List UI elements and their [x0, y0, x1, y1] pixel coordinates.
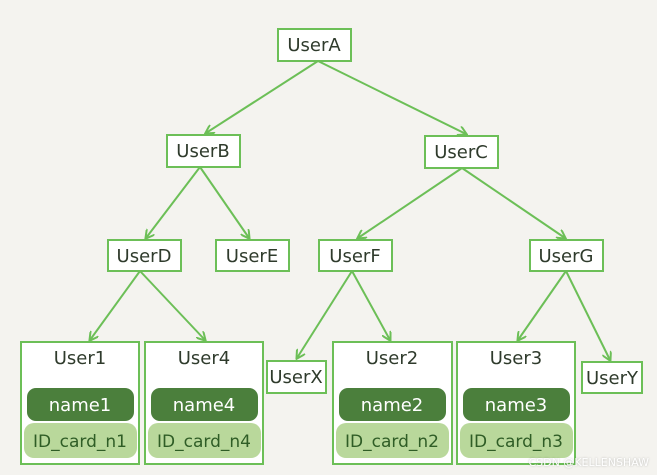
node-user-x: UserX	[266, 360, 327, 394]
leaf-user-4: User4 name4 ID_card_n4	[144, 341, 264, 465]
leaf-user-2: User2 name2 ID_card_n2	[332, 341, 453, 465]
node-label: UserB	[176, 141, 229, 162]
edge-a-c	[317, 60, 466, 134]
node-user-e: UserE	[215, 239, 290, 272]
node-label: UserG	[539, 246, 594, 267]
node-user-g: UserG	[529, 239, 604, 272]
leaf-title: User2	[366, 348, 418, 369]
edge-g-y	[565, 270, 610, 360]
leaf-user-1: User1 name1 ID_card_n1	[20, 341, 140, 465]
leaf-id-card: ID_card_n1	[33, 432, 127, 452]
edges	[90, 60, 610, 360]
node-label: UserE	[226, 246, 278, 267]
node-label: UserF	[329, 246, 380, 267]
leaf-id-card: ID_card_n4	[157, 432, 251, 452]
leaf-title: User1	[54, 348, 106, 369]
edge-d-4	[139, 270, 205, 340]
edge-b-e	[199, 166, 249, 238]
edge-c-f	[358, 167, 463, 238]
edge-c-g	[461, 167, 565, 238]
edge-f-2	[351, 270, 390, 340]
node-label: UserD	[117, 246, 172, 267]
node-user-d: UserD	[107, 239, 182, 272]
leaf-id-card: ID_card_n2	[345, 432, 439, 452]
leaf-name: name4	[173, 395, 236, 416]
node-user-y: UserY	[581, 361, 643, 394]
node-label: UserC	[434, 142, 488, 163]
edge-a-b	[206, 60, 319, 133]
node-user-b: UserB	[166, 134, 241, 168]
leaf-name: name1	[49, 395, 112, 416]
edge-f-x	[297, 270, 353, 358]
node-user-f: UserF	[318, 239, 393, 272]
node-label: UserY	[586, 368, 639, 389]
leaf-name: name3	[485, 395, 548, 416]
edge-d-1	[90, 270, 141, 340]
node-user-c: UserC	[424, 135, 499, 169]
leaf-id-card: ID_card_n3	[469, 432, 563, 452]
leaf-title: User4	[178, 348, 230, 369]
edge-g-3	[518, 270, 567, 340]
leaf-user-3: User3 name3 ID_card_n3	[456, 341, 576, 465]
node-label: UserX	[269, 367, 322, 388]
watermark: CSDN @KELLENSHAW	[528, 456, 649, 469]
node-label: UserA	[287, 35, 341, 56]
leaf-title: User3	[490, 348, 542, 369]
leaf-name: name2	[361, 395, 424, 416]
edge-b-d	[146, 166, 201, 238]
node-user-a: UserA	[277, 28, 352, 62]
